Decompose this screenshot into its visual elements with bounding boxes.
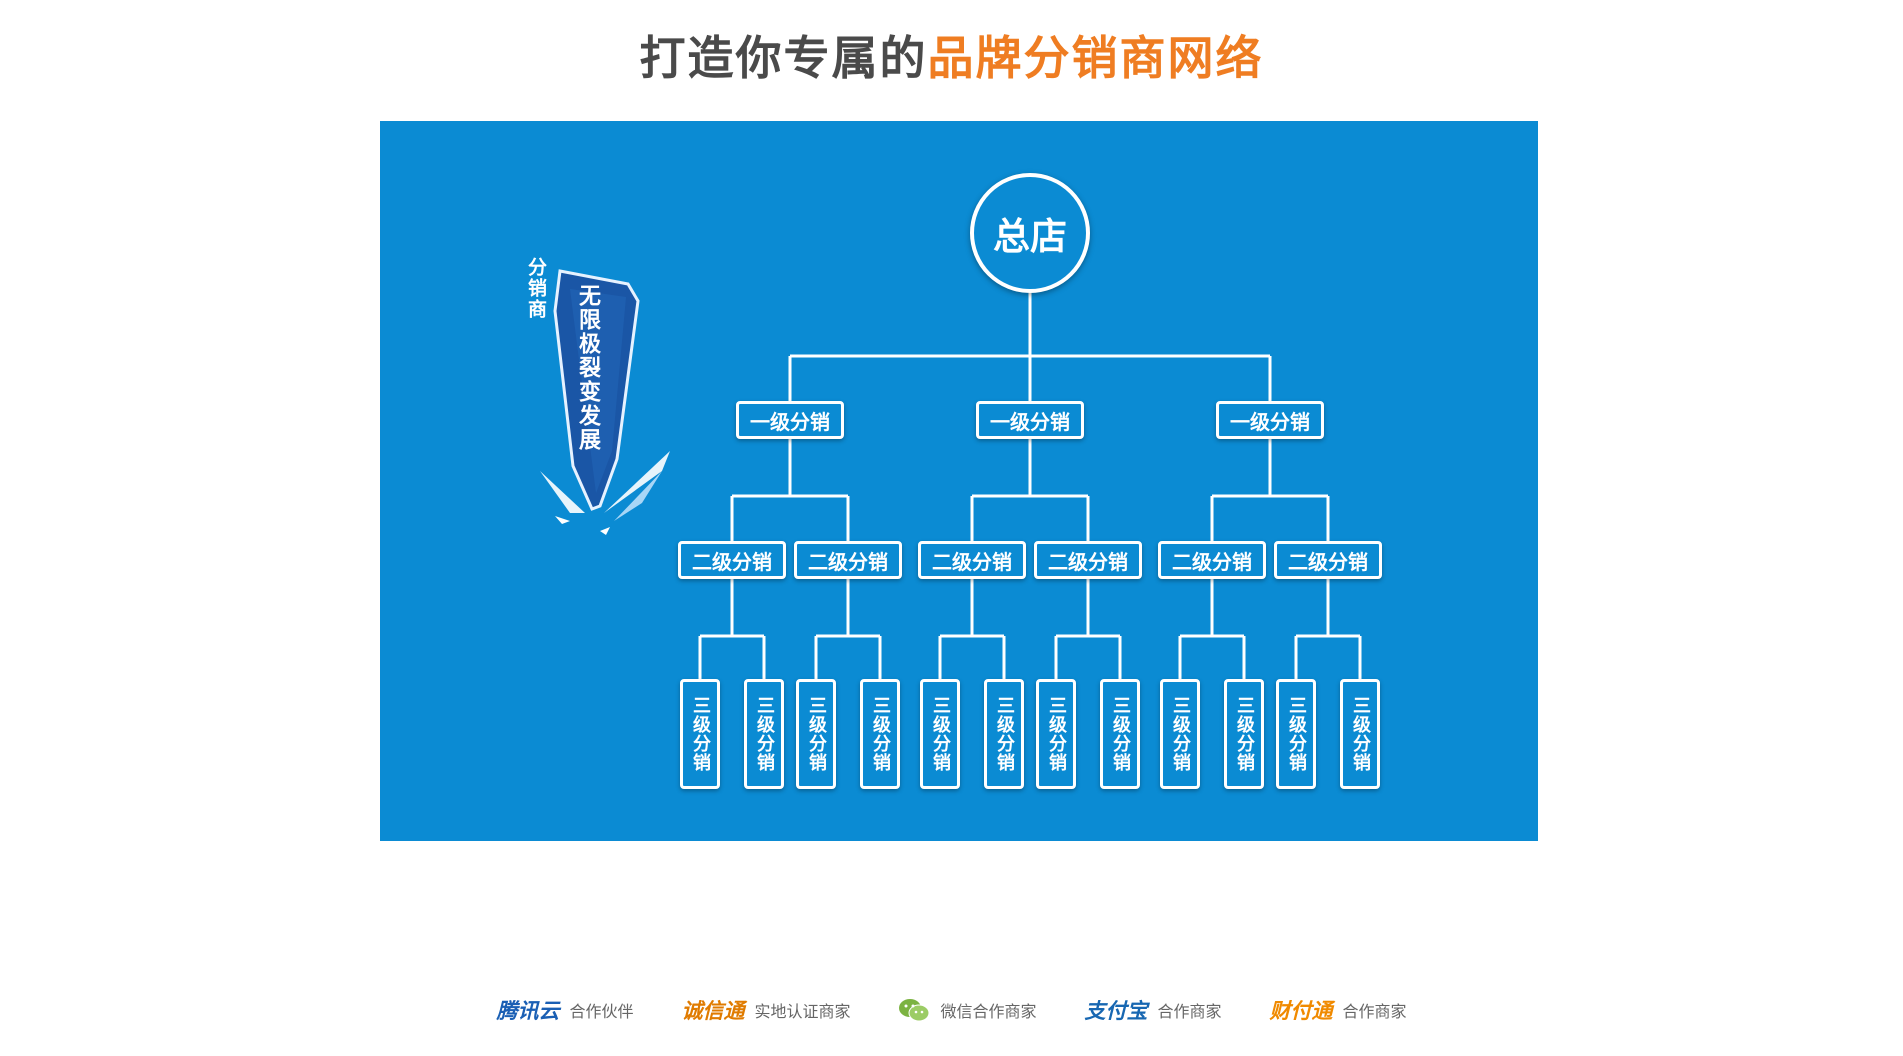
level2-node: 二级分销 [918, 541, 1026, 579]
partner-text: 合作伙伴 [569, 1002, 634, 1021]
banner-text: 无限极裂变发展 [575, 284, 600, 452]
level2-node: 二级分销 [1034, 541, 1142, 579]
alipay-logo: 支付宝 [1084, 999, 1148, 1023]
distributor-side-label: 分销商 [525, 257, 547, 320]
distribution-diagram-panel: 分销商 无限极裂变发展 总店 一级分销 一级分销 一级分销 二级分销 二级分销 … [380, 121, 1538, 841]
chengxintong-logo: 诚信通 [681, 999, 745, 1023]
level1-node: 一级分销 [736, 401, 844, 439]
level3-node: 三级分销 [1340, 679, 1380, 789]
headquarters-node: 总店 [970, 173, 1090, 293]
page-title: 打造你专属的品牌分销商网络 [0, 22, 1903, 88]
level3-node: 三级分销 [984, 679, 1024, 789]
banner-arrow-decoration [540, 269, 670, 535]
partner-alipay: 支付宝 合作商家 [1085, 995, 1222, 1025]
level2-node: 二级分销 [794, 541, 902, 579]
tencent-cloud-logo: 腾讯云 [496, 999, 560, 1023]
connector-lines [698, 293, 1362, 679]
partner-text: 实地认证商家 [754, 1002, 851, 1021]
level1-node: 一级分销 [1216, 401, 1324, 439]
partner-tencent-cloud: 腾讯云 合作伙伴 [496, 995, 633, 1025]
partner-tenpay: 财付通 合作商家 [1270, 995, 1407, 1025]
level2-node: 二级分销 [1274, 541, 1382, 579]
title-part-2: 品牌分销商网络 [927, 31, 1264, 85]
partner-text: 合作商家 [1342, 1002, 1407, 1021]
title-part-1: 打造你专属的 [639, 31, 928, 85]
level3-node: 三级分销 [744, 679, 784, 789]
level3-node: 三级分销 [860, 679, 900, 789]
partner-chengxintong: 诚信通 实地认证商家 [681, 995, 850, 1025]
level2-node: 二级分销 [1158, 541, 1266, 579]
level1-node: 一级分销 [976, 401, 1084, 439]
partner-text: 合作商家 [1157, 1002, 1222, 1021]
partner-wechat: 微信合作商家 [898, 997, 1037, 1023]
level3-node: 三级分销 [1276, 679, 1316, 789]
level3-node: 三级分销 [920, 679, 960, 789]
tenpay-logo: 财付通 [1269, 999, 1333, 1023]
level3-node: 三级分销 [796, 679, 836, 789]
level3-node: 三级分销 [1224, 679, 1264, 789]
level3-node: 三级分销 [680, 679, 720, 789]
wechat-icon [899, 999, 930, 1022]
tree-connectors [540, 269, 1362, 679]
partner-footer: 腾讯云 合作伙伴 诚信通 实地认证商家 微信合作商家 支付宝 合作商家 财付通 … [0, 995, 1903, 1025]
level2-node: 二级分销 [678, 541, 786, 579]
partner-text: 微信合作商家 [940, 1002, 1037, 1021]
level3-node: 三级分销 [1036, 679, 1076, 789]
level3-node: 三级分销 [1160, 679, 1200, 789]
level3-node: 三级分销 [1100, 679, 1140, 789]
